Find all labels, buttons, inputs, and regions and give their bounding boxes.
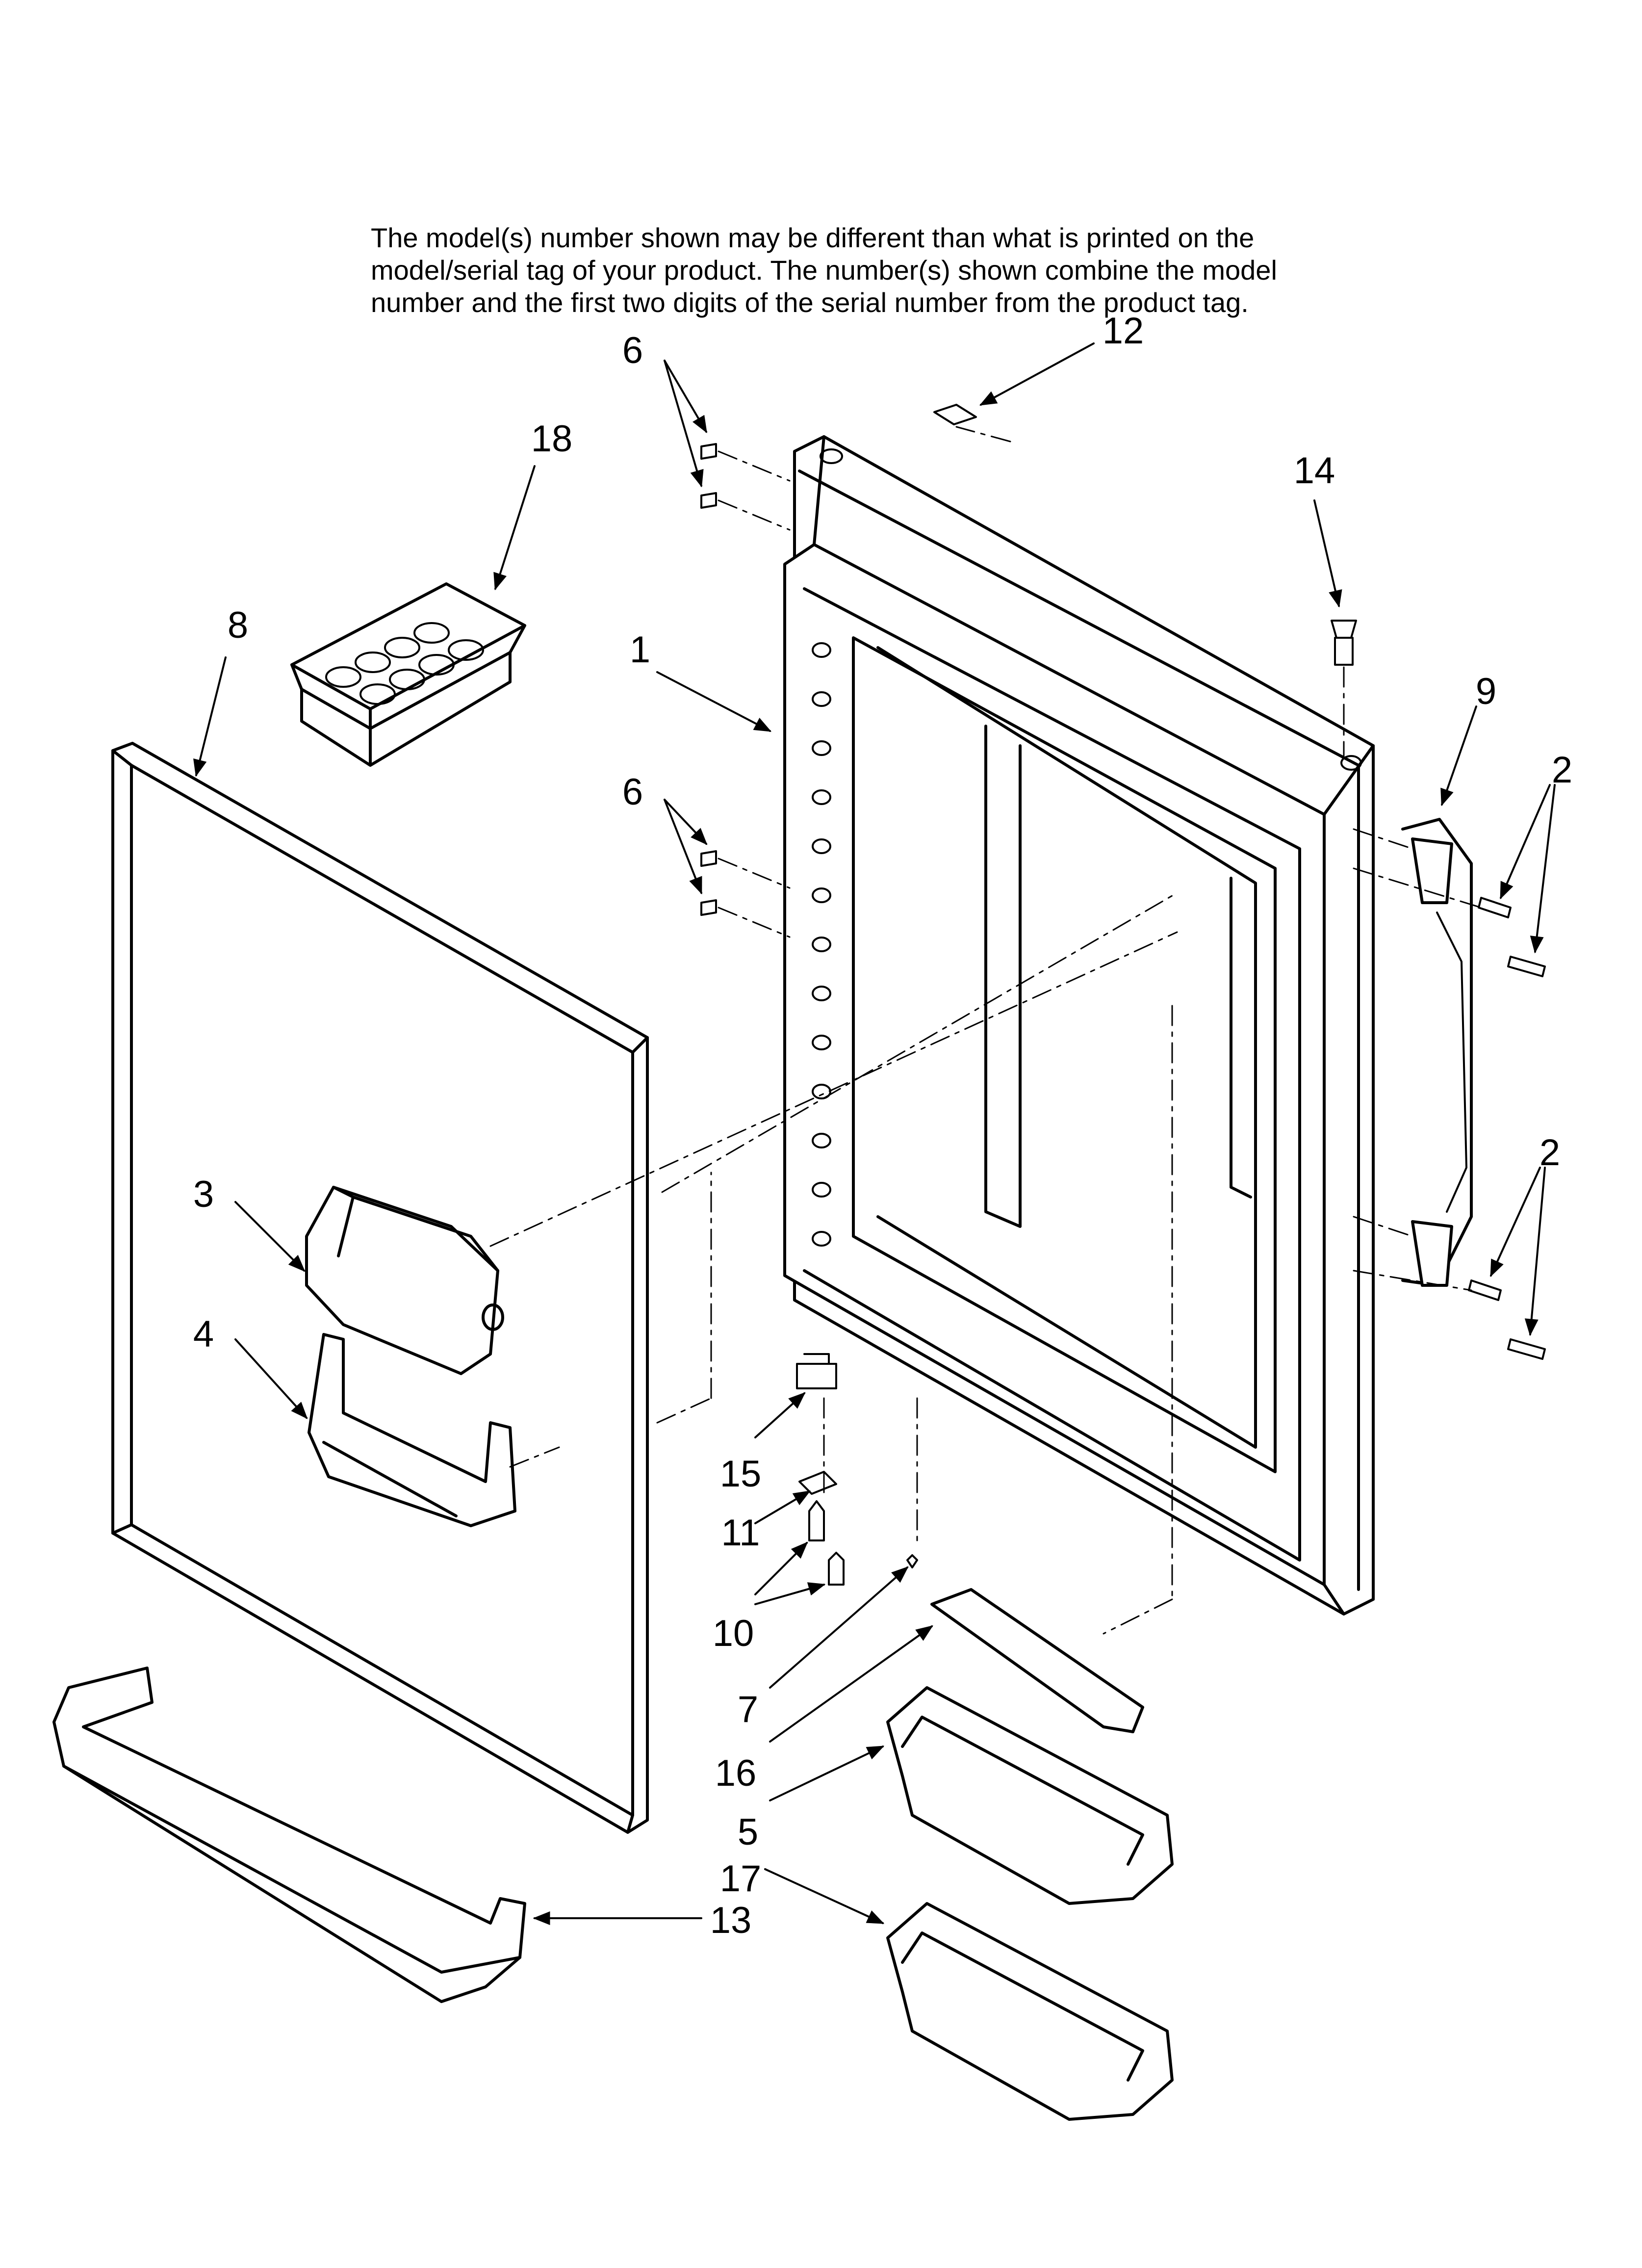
- part-12-plug: [933, 404, 977, 425]
- callout-17: 17: [720, 1858, 762, 1900]
- part-14-bushing: [1331, 620, 1357, 666]
- door-bin-17: [886, 1902, 1174, 2121]
- door-bin-5: [886, 1686, 1174, 1905]
- model-number-note: The model(s) number shown may be differe…: [371, 222, 1499, 319]
- callout-5: 5: [738, 1811, 758, 1853]
- callout-9: 9: [1476, 671, 1496, 712]
- leader-lines: [193, 342, 1556, 1925]
- ice-bin: [290, 582, 526, 767]
- callout-12: 12: [1103, 310, 1144, 352]
- callout-10: 10: [713, 1613, 754, 1654]
- door-shelf: [930, 1588, 1144, 1733]
- callout-8: 8: [228, 604, 248, 646]
- callout-11: 11: [721, 1512, 760, 1554]
- callout-6b: 6: [622, 771, 643, 813]
- callout-16: 16: [715, 1752, 757, 1794]
- screws: [700, 443, 1546, 1360]
- note-line-3: number and the first two digits of the s…: [371, 287, 1249, 318]
- callout-6a: 6: [622, 330, 643, 371]
- alignment-lines: [489, 426, 1482, 1635]
- note-line-2: model/serial tag of your product. The nu…: [371, 255, 1277, 286]
- callout-15: 15: [720, 1453, 762, 1495]
- callout-18: 18: [531, 418, 573, 460]
- callout-labels: 6 12 18 14 8 1 9 2 6 2 3 4 15 11 10 7 16…: [193, 310, 1572, 1941]
- callout-4: 4: [193, 1313, 214, 1355]
- door-liner: [783, 435, 1375, 1616]
- hinge-hardware: [796, 1353, 918, 1586]
- callout-3: 3: [193, 1173, 214, 1215]
- callout-2a: 2: [1552, 749, 1572, 791]
- door-handle: [1401, 818, 1473, 1287]
- callout-7: 7: [738, 1689, 758, 1730]
- dispenser-housing: [305, 1186, 504, 1375]
- door-bin-large: [52, 1667, 526, 2003]
- callout-1: 1: [630, 629, 650, 671]
- dispenser-tray: [308, 1333, 516, 1527]
- callout-14: 14: [1294, 450, 1335, 492]
- note-line-1: The model(s) number shown may be differe…: [371, 222, 1255, 253]
- callout-13: 13: [710, 1900, 752, 1941]
- callout-2b: 2: [1539, 1132, 1560, 1173]
